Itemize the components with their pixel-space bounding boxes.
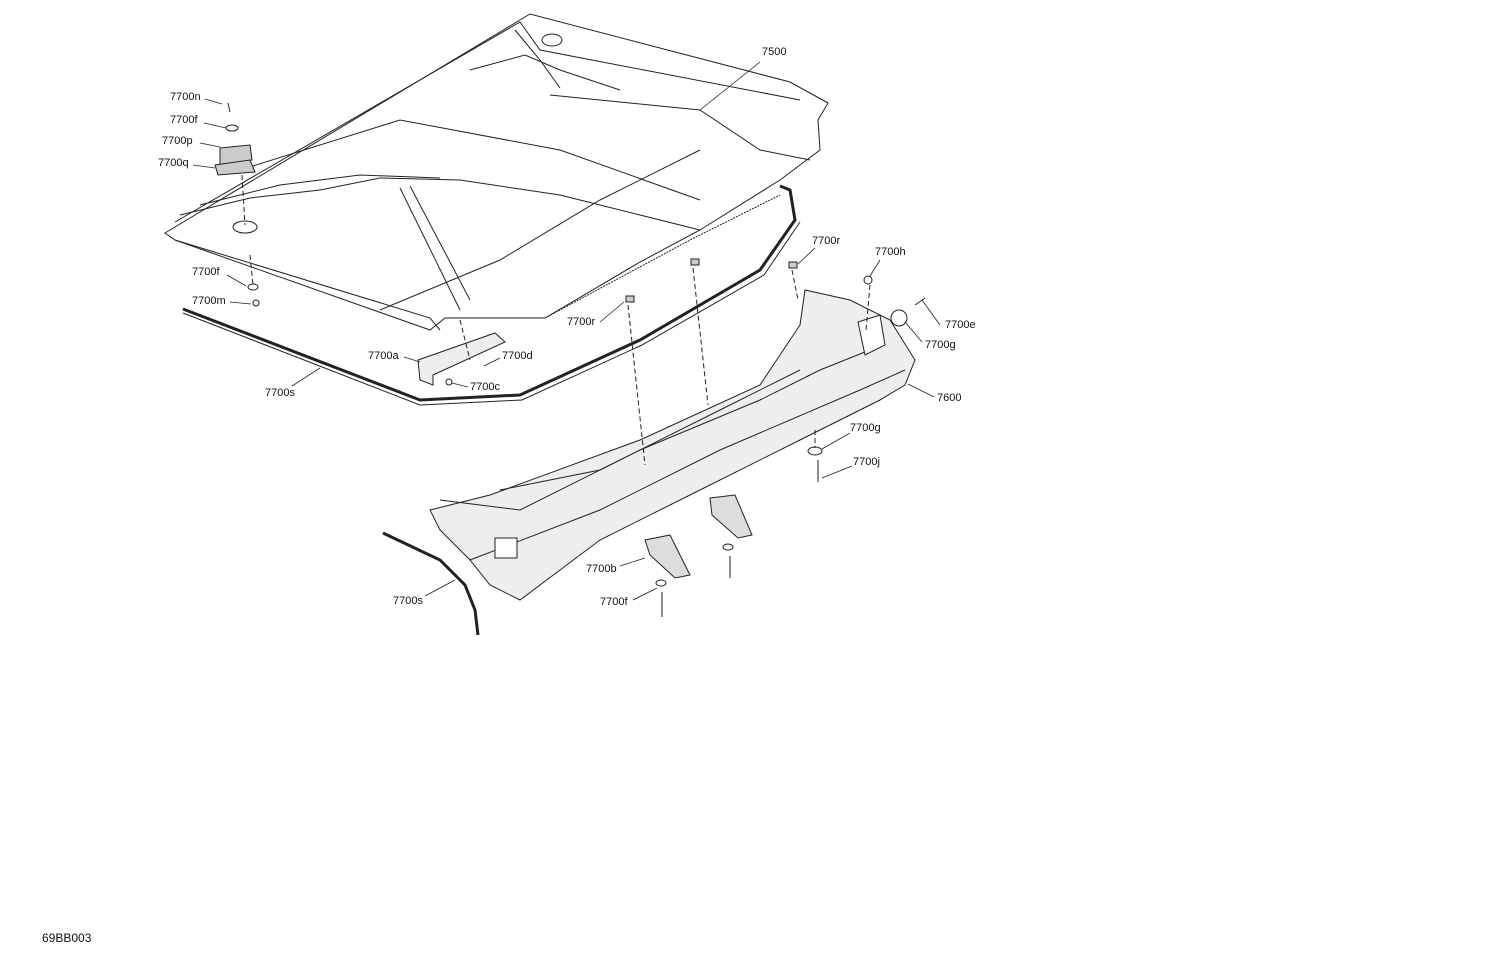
callout-7700r: 7700r — [567, 316, 596, 328]
figure-code: 69BB003 — [42, 931, 92, 945]
callout-7700p: 7700p — [162, 135, 193, 147]
callout-7700s: 7700s — [265, 387, 295, 399]
callout-7700s: 7700s — [393, 595, 423, 607]
callout-7700a: 7700a — [368, 350, 399, 362]
callout-7600: 7600 — [937, 392, 962, 404]
callout-7700q: 7700q — [158, 157, 189, 169]
bracket-7700b-2 — [709, 494, 753, 539]
callout-7700r: 7700r — [812, 235, 841, 247]
callout-7700h: 7700h — [875, 246, 906, 258]
leader-lines — [192, 61, 941, 601]
side-panel-7600 — [429, 289, 916, 601]
callout-7700f: 7700f — [600, 596, 628, 608]
callout-7500: 7500 — [762, 46, 787, 58]
callout-7700c: 7700c — [470, 381, 500, 393]
fasteners — [214, 102, 926, 617]
callout-7700f: 7700f — [192, 266, 220, 278]
callout-7700f: 7700f — [170, 114, 198, 126]
bracket-7700a — [417, 332, 506, 386]
roof-panel-7500 — [164, 13, 829, 331]
callout-7700m: 7700m — [192, 295, 226, 307]
seal-strip-7700s-lower — [382, 531, 480, 636]
callout-7700b: 7700b — [586, 563, 617, 575]
callout-7700g: 7700g — [925, 339, 956, 351]
seal-strip-7700s — [182, 184, 801, 406]
callout-7700j: 7700j — [853, 456, 880, 468]
bracket-7700b — [644, 534, 691, 579]
callout-7700e: 7700e — [945, 319, 976, 331]
assembly-lines — [241, 174, 871, 466]
callout-7700d: 7700d — [502, 350, 533, 362]
callout-7700n: 7700n — [170, 91, 201, 103]
callout-7700g: 7700g — [850, 422, 881, 434]
